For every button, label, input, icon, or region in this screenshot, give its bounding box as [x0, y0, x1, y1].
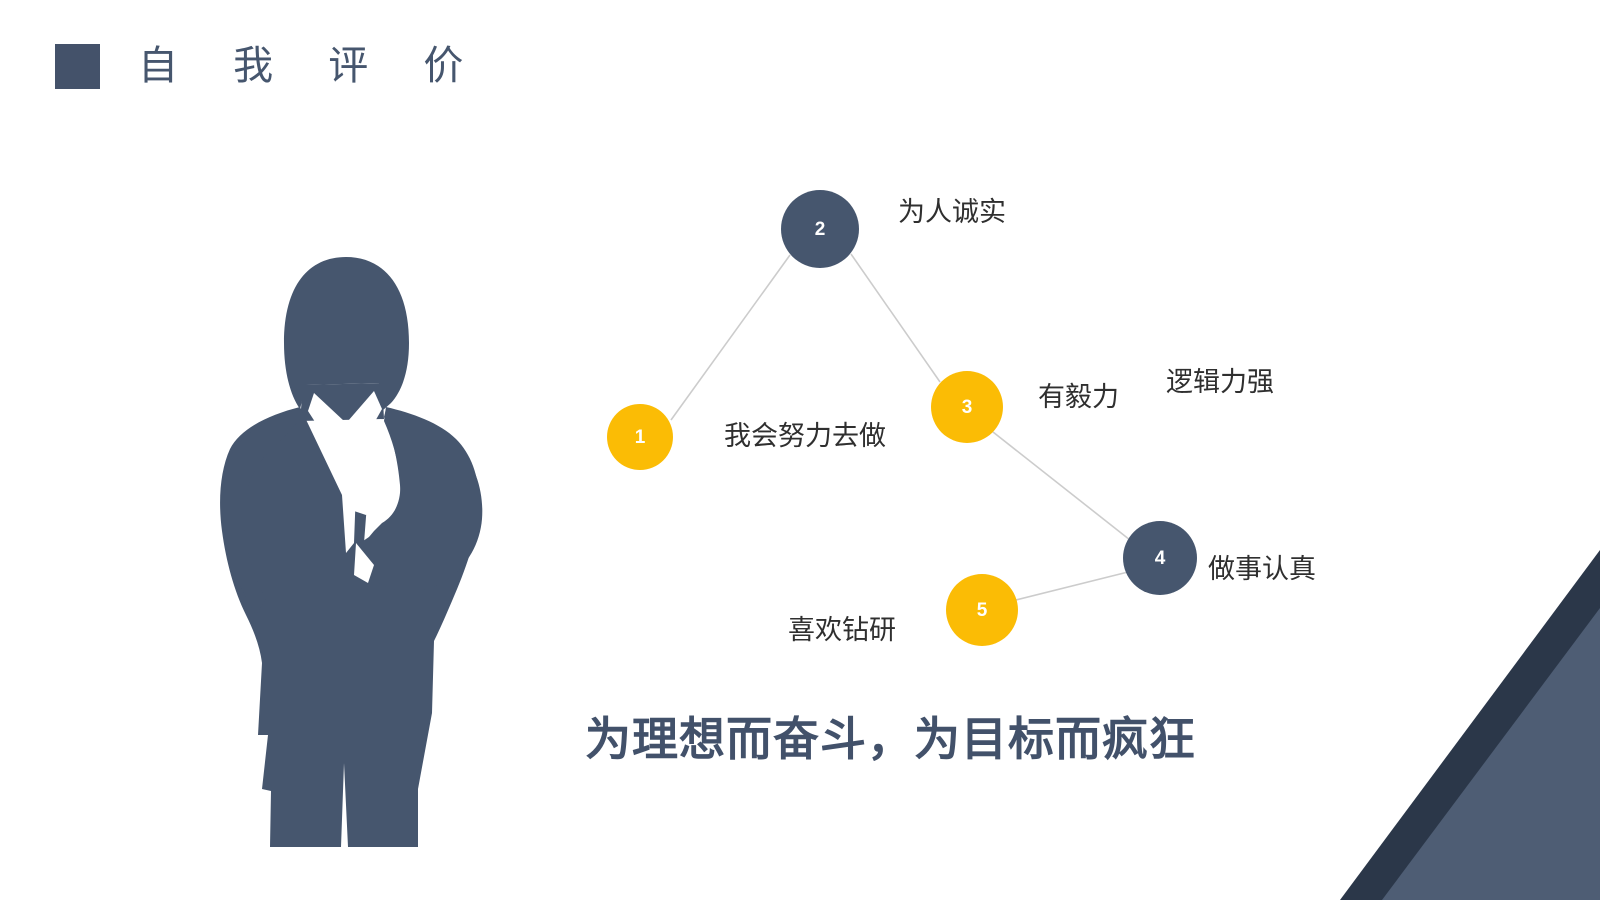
connector-2-3 — [850, 253, 941, 383]
node-circle-4[interactable]: 4 — [1123, 521, 1197, 595]
node-circle-1[interactable]: 1 — [607, 404, 673, 470]
node-label-4: 做事认真 — [1208, 554, 1316, 584]
corner-triangle-dark — [1340, 550, 1600, 900]
node-number-1: 1 — [634, 426, 646, 448]
node-number-3: 3 — [961, 396, 973, 418]
corner-triangle-light — [1382, 608, 1600, 900]
node-circle-3[interactable]: 3 — [931, 371, 1003, 443]
page-title: 自 我 评 价 — [138, 44, 486, 88]
connector-1-2 — [670, 254, 791, 421]
node-label-5: 喜欢钻研 — [788, 615, 896, 645]
node-number-2: 2 — [814, 218, 826, 240]
connector-5-4 — [1015, 571, 1129, 601]
corner-triangles-decoration — [1340, 550, 1600, 900]
node-circle-2[interactable]: 2 — [781, 190, 859, 268]
silhouette-svg — [220, 257, 483, 847]
node-label-3: 有毅力 — [1038, 382, 1119, 412]
node-circle-5[interactable]: 5 — [946, 574, 1018, 646]
node-number-5: 5 — [976, 599, 988, 621]
tagline-text: 为理想而奋斗，为目标而疯狂 — [585, 713, 1196, 765]
connector-3-4 — [992, 431, 1131, 541]
node-label-1: 我会努力去做 — [724, 421, 886, 451]
extra-label-0: 逻辑力强 — [1166, 367, 1274, 397]
node-number-4: 4 — [1154, 547, 1166, 569]
node-label-2: 为人诚实 — [898, 197, 1006, 227]
slide-header: 自 我 评 价 — [55, 38, 485, 94]
businessman-silhouette — [196, 243, 506, 851]
header-square-marker — [55, 43, 100, 89]
